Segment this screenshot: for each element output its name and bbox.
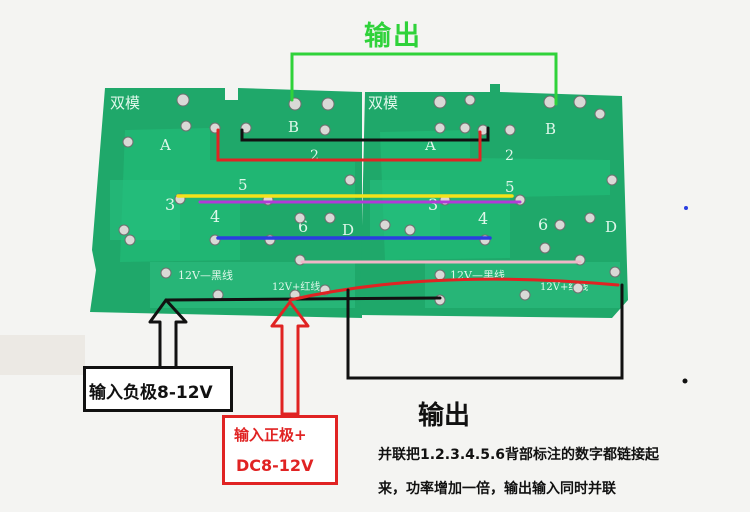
pcb-left-4: 4 [210, 207, 220, 226]
pcb-right-mode: 双模 [368, 94, 398, 112]
pcb-right: 双模 A B 5 3 4 6 D 2 12V—黑线 12V+红线 [360, 84, 628, 318]
wires [164, 52, 624, 380]
pcb-left-strip2: 12V+红线 [272, 280, 320, 293]
output-title-bottom: 输出 [418, 401, 471, 431]
wire-black-top [240, 126, 490, 142]
pcb-left-mode: 双模 [110, 94, 140, 112]
stray-dot-black [682, 378, 688, 384]
wire-red-top [216, 128, 482, 162]
pcb-right-6: 6 [538, 215, 548, 234]
pcb-left-3: 3 [165, 195, 175, 214]
positive-input-voltage: DC8-12V [236, 456, 314, 475]
wire-black-bottom [164, 296, 442, 302]
negative-input-box [83, 366, 233, 412]
pcb-right-2: 2 [505, 148, 514, 164]
pcb-left-strip: 12V—黑线 [178, 268, 233, 282]
pcb-right-d: D [605, 218, 617, 236]
pcb-left-d: D [342, 221, 354, 239]
note-line-1: 并联把1.2.3.4.5.6背部标注的数字都链接起 [378, 447, 660, 463]
watermark-shape [0, 335, 85, 375]
note-line-2: 来，功率增加一倍，输出输入同时并联 [378, 481, 616, 497]
arrow-positive-icon [270, 300, 310, 416]
positive-input-label: 输入正极+ [234, 426, 307, 444]
pcb-left-a: A [159, 136, 171, 154]
pcb-right-5: 5 [505, 178, 515, 196]
stray-dot-blue [684, 206, 688, 210]
positive-input-box [222, 415, 338, 485]
output-title-top: 输出 [364, 21, 422, 52]
pcb-left-5: 5 [238, 176, 248, 194]
pcb-left-b: B [288, 118, 299, 136]
negative-input-label: 输入负极8-12V [89, 383, 213, 403]
pcb-left-2: 2 [310, 148, 319, 164]
wire-output-black [346, 283, 624, 380]
wire-red-bottom [288, 277, 620, 302]
pcb-right-b: B [545, 120, 556, 138]
pcb-left-6: 6 [298, 217, 308, 236]
pcb-right-4: 4 [478, 209, 488, 228]
pcb-right-3: 3 [428, 195, 438, 214]
wire-output-green [290, 52, 558, 106]
